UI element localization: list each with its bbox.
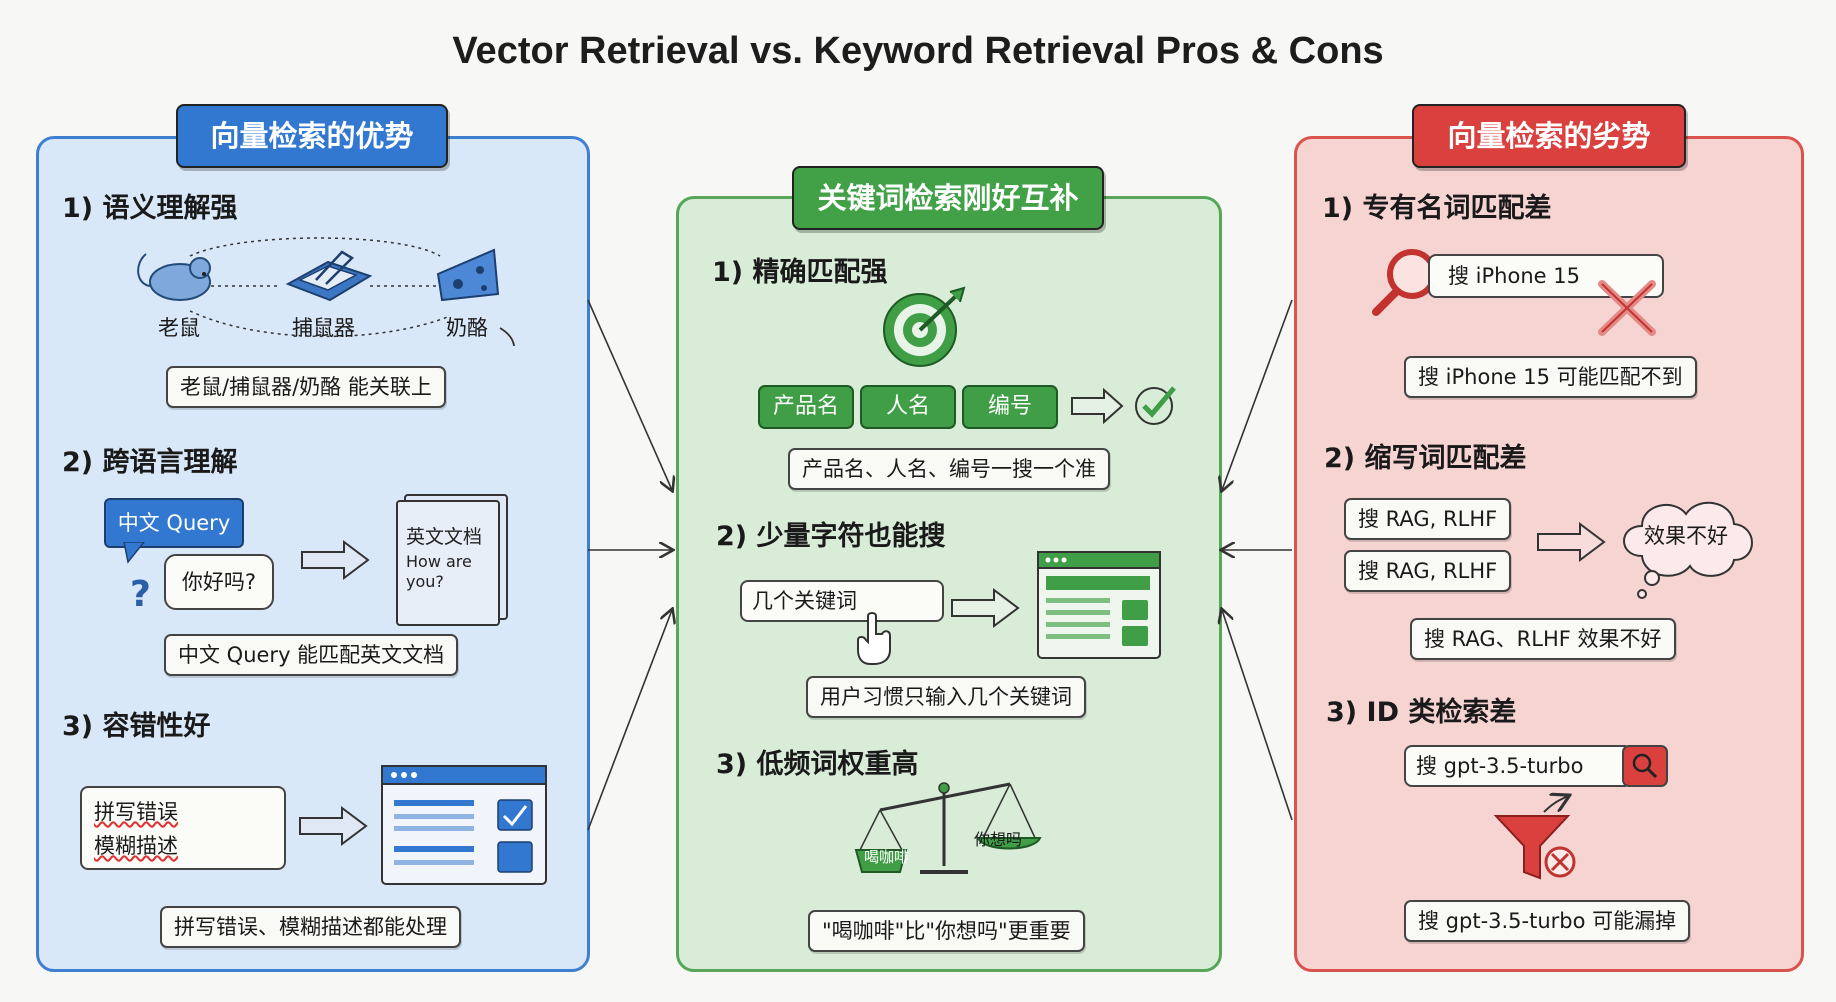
arrow-right-icon [951,588,1020,628]
left-panel-tag: 向量检索的优势 [176,104,448,168]
cross-icon [1598,280,1656,336]
left-heading-2: 2) 跨语言理解 [62,447,238,478]
mouse-label: 老鼠 [158,316,200,340]
mouse-icon [137,253,211,301]
left-caption-1: 老鼠/捕鼠器/奶酪 能关联上 [166,366,446,408]
pill-serial-number: 编号 [962,385,1058,429]
question-mark-icon: ? [123,542,151,612]
left-heading-3: 3) 容错性好 [62,711,211,742]
center-caption-2: 用户习惯只输入几个关键词 [806,676,1086,718]
target-icon [883,286,966,367]
iphone-search-box[interactable]: 搜 iPhone 15 [1428,254,1664,298]
cheese-icon [436,248,500,302]
question-bubble: 你好吗? [164,554,274,610]
center-heading-3: 3) 低频词权重高 [716,749,919,780]
right-panel-tag: 向量检索的劣势 [1412,104,1686,168]
typo-line-1: 拼写错误 [94,800,178,824]
pill-product-name: 产品名 [758,385,854,429]
right-heading-1: 1) 专有名词匹配差 [1322,193,1552,224]
search-button[interactable] [1622,745,1668,787]
center-caption-1: 产品名、人名、编号一搜一个准 [788,448,1110,490]
left-heading-1: 1) 语义理解强 [62,193,238,224]
light-weight-label: 你想吗 [974,830,1023,849]
arrow-right-icon [301,540,370,580]
left-caption-3: 拼写错误、模糊描述都能处理 [160,906,461,948]
mousetrap-icon [285,250,373,302]
page-title: Vector Retrieval vs. Keyword Retrieval P… [452,30,1384,72]
thought-cloud-icon [1623,501,1753,599]
results-window-icon [381,765,547,885]
arrow-check-icon [1071,386,1176,425]
cheese-label: 奶酪 [446,316,488,340]
center-heading-2: 2) 少量字符也能搜 [716,521,946,552]
typo-box: 拼写错误 模糊描述 [80,786,286,870]
english-doc-text: How are you? [406,552,472,591]
chinese-query-bubble: 中文 Query [104,498,244,548]
typo-line-2: 模糊描述 [94,834,178,858]
right-caption-2: 搜 RAG、RLHF 效果不好 [1410,618,1676,660]
heavy-weight-label: 喝咖啡 [864,848,910,866]
cloud-text: 效果不好 [1644,524,1728,548]
english-doc: 英文文档 How are you? [396,500,500,626]
pointer-hand-icon [857,612,891,665]
center-caption-3: "喝咖啡"比"你想吗"更重要 [808,910,1085,952]
center-panel-tag: 关键词检索刚好互补 [792,166,1104,230]
rag-query-1: 搜 RAG, RLHF [1344,498,1512,540]
mousetrap-label: 捕鼠器 [292,316,355,340]
arrow-right-icon [1537,522,1606,562]
right-caption-3: 搜 gpt-3.5-turbo 可能漏掉 [1404,900,1691,942]
right-caption-1: 搜 iPhone 15 可能匹配不到 [1404,356,1697,398]
svg-text:?: ? [130,574,151,612]
center-heading-1: 1) 精确匹配强 [712,257,888,288]
funnel-filter-icon [1493,792,1576,880]
arrow-right-icon [299,806,368,846]
left-caption-2: 中文 Query 能匹配英文文档 [164,634,459,676]
pill-person-name: 人名 [860,385,956,429]
right-heading-3: 3) ID 类检索差 [1326,697,1517,728]
gpt-search-input[interactable]: 搜 gpt-3.5-turbo [1404,745,1626,787]
english-doc-title: 英文文档 [406,526,483,548]
right-heading-2: 2) 缩写词匹配差 [1324,443,1527,474]
search-results-window-icon [1037,551,1161,659]
balance-scale-icon [854,782,1042,874]
keyword-input[interactable]: 几个关键词 [740,580,944,622]
rag-query-2: 搜 RAG, RLHF [1344,550,1512,592]
